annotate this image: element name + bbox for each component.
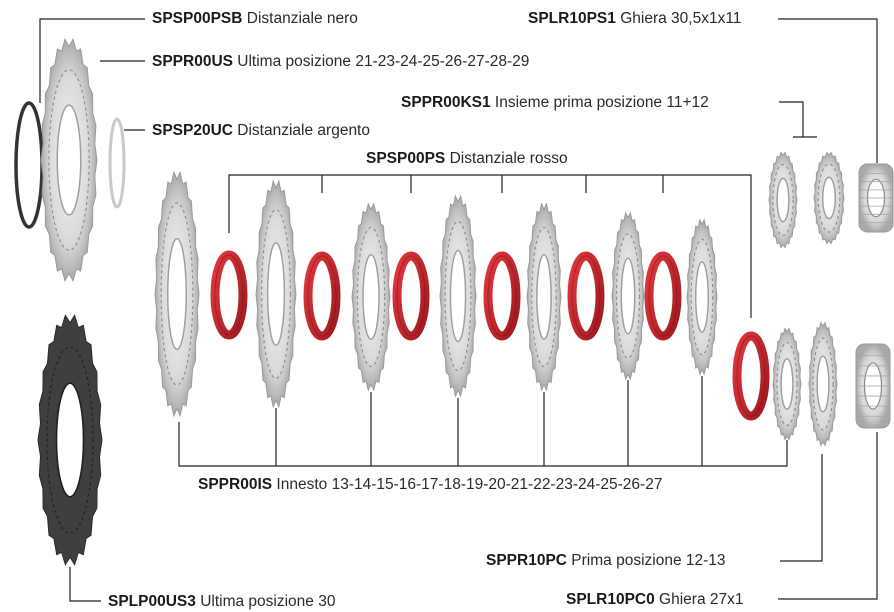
label-splr10ps1: SPLR10PS1 Ghiera 30,5x1x11 [528,10,741,28]
innesto-cog-8 [527,204,561,390]
leader-sppr10pc [780,454,822,561]
label-spsp20uc: SPSP20UC Distanziale argento [152,122,370,140]
leader-splp00us3 [70,567,101,601]
label-spsp00ps: SPSP00PS Distanziale rosso [366,150,568,168]
silver-spacer-ring [110,119,124,207]
red-spacer-9 [572,256,600,336]
prima-posizione-cog-13 [809,323,837,446]
label-sppr00is: SPPR00IS Innesto 13-14-15-16-17-18-19-20… [198,476,662,494]
label-splr10pc0: SPLR10PC0 Ghiera 27x1 [566,591,744,609]
label-sppr00us: SPPR00US Ultima posizione 21-23-24-25-26… [152,53,529,71]
leader-sppr00is [179,422,787,466]
label-spsp00psb: SPSP00PSB Distanziale nero [152,10,358,28]
lockring-27 [856,344,890,428]
innesto-cog-0 [155,172,199,415]
innesto-cog-12 [687,220,717,374]
leader-splr10ps1 [778,19,877,163]
last-position-cog [41,39,97,281]
largest-cog-dark [38,315,102,564]
leader-sppr00is-drops [276,376,702,466]
red-spacer-last [737,336,765,416]
first-position-cog-12 [814,153,844,244]
black-spacer-ring [16,103,42,227]
innesto-cog-10 [612,213,644,379]
red-spacer-11 [649,256,677,336]
red-spacer-3 [308,256,336,336]
lockring-30 [859,164,893,232]
red-spacer-5 [397,256,425,336]
first-position-cog-11 [769,153,797,248]
leader-sppr00ks1 [779,102,817,137]
innesto-cog-4 [352,204,390,390]
label-splp00us3: SPLP00US3 Ultima posizione 30 [108,593,335,611]
prima-posizione-cog-12 [773,329,801,440]
label-sppr10pc: SPPR10PC Prima posizione 12-13 [486,552,726,570]
leader-spsp00ps-drops [322,175,663,193]
innesto-cog-6 [440,196,476,396]
red-spacer-7 [488,256,516,336]
innesto-cog-2 [256,181,296,407]
leader-splr10pc0 [778,432,877,599]
red-spacer-1 [215,255,243,335]
label-sppr00ks1: SPPR00KS1 Insieme prima posizione 11+12 [401,94,709,112]
